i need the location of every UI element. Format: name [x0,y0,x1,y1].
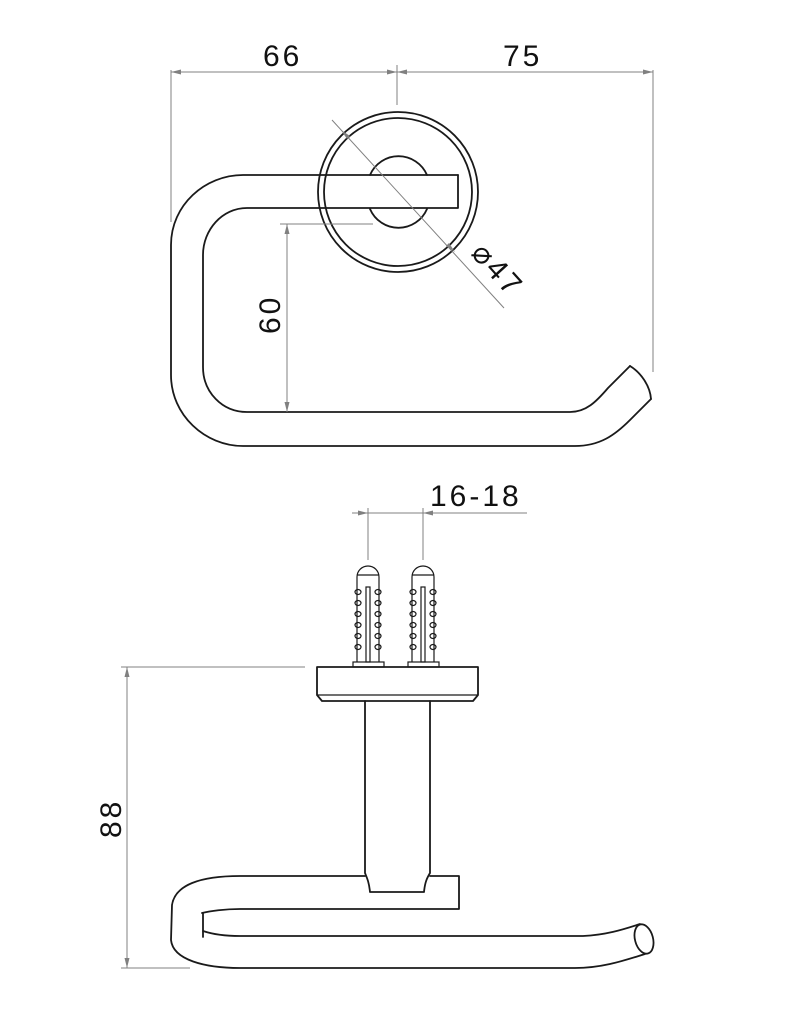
dimension-depth-88: 88 [95,666,305,969]
stem [364,700,431,893]
wall-plug-right [407,565,440,668]
wall-plug-left [352,565,385,668]
arm-plan [170,875,655,969]
dimension-label-75: 75 [503,40,542,73]
base-plate [316,666,479,702]
dimension-label-88: 88 [95,799,128,838]
dimension-label-60: 60 [254,295,287,334]
top-view: 16-18 [95,480,655,969]
dimension-plug-spacing: 16-18 [352,480,527,560]
rosette [317,111,479,273]
dimension-height-60: 60 [254,223,373,412]
front-view: 66 75 ⌀47 [170,40,654,447]
paper-arm [170,174,652,447]
dimension-width: 66 75 [170,40,654,372]
dimension-label-diameter: ⌀47 [465,237,530,304]
dimension-label-66: 66 [263,40,302,73]
dimension-label-16-18: 16-18 [430,480,522,513]
dimension-diameter: ⌀47 [331,119,530,309]
